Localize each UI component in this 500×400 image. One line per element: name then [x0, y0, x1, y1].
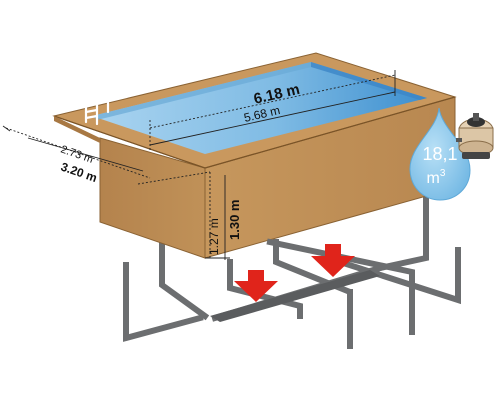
pool-body: [52, 52, 457, 259]
outer-height-label: 1.30 m: [227, 200, 242, 240]
pool-water: [92, 62, 427, 154]
support-crossbar: [210, 270, 380, 322]
volume-unit-base: m: [427, 170, 440, 187]
outer-width-label: 3.20 m: [59, 160, 99, 185]
placement-arrow-icon: [311, 244, 355, 277]
placement-arrow-icon: [234, 270, 278, 302]
volume-unit-exponent: 3: [440, 168, 446, 179]
pool-ladder-icon: [84, 95, 110, 126]
inner-height-label: 1.27 m: [207, 218, 221, 255]
length-dimension-lines: [149, 70, 396, 150]
height-dimension-lines: [205, 172, 230, 260]
volume-unit: m3: [427, 168, 446, 187]
volume-value: 18,1: [422, 144, 457, 164]
width-dimension-lines: [2, 125, 211, 185]
filter-pump-icon: [456, 113, 494, 159]
